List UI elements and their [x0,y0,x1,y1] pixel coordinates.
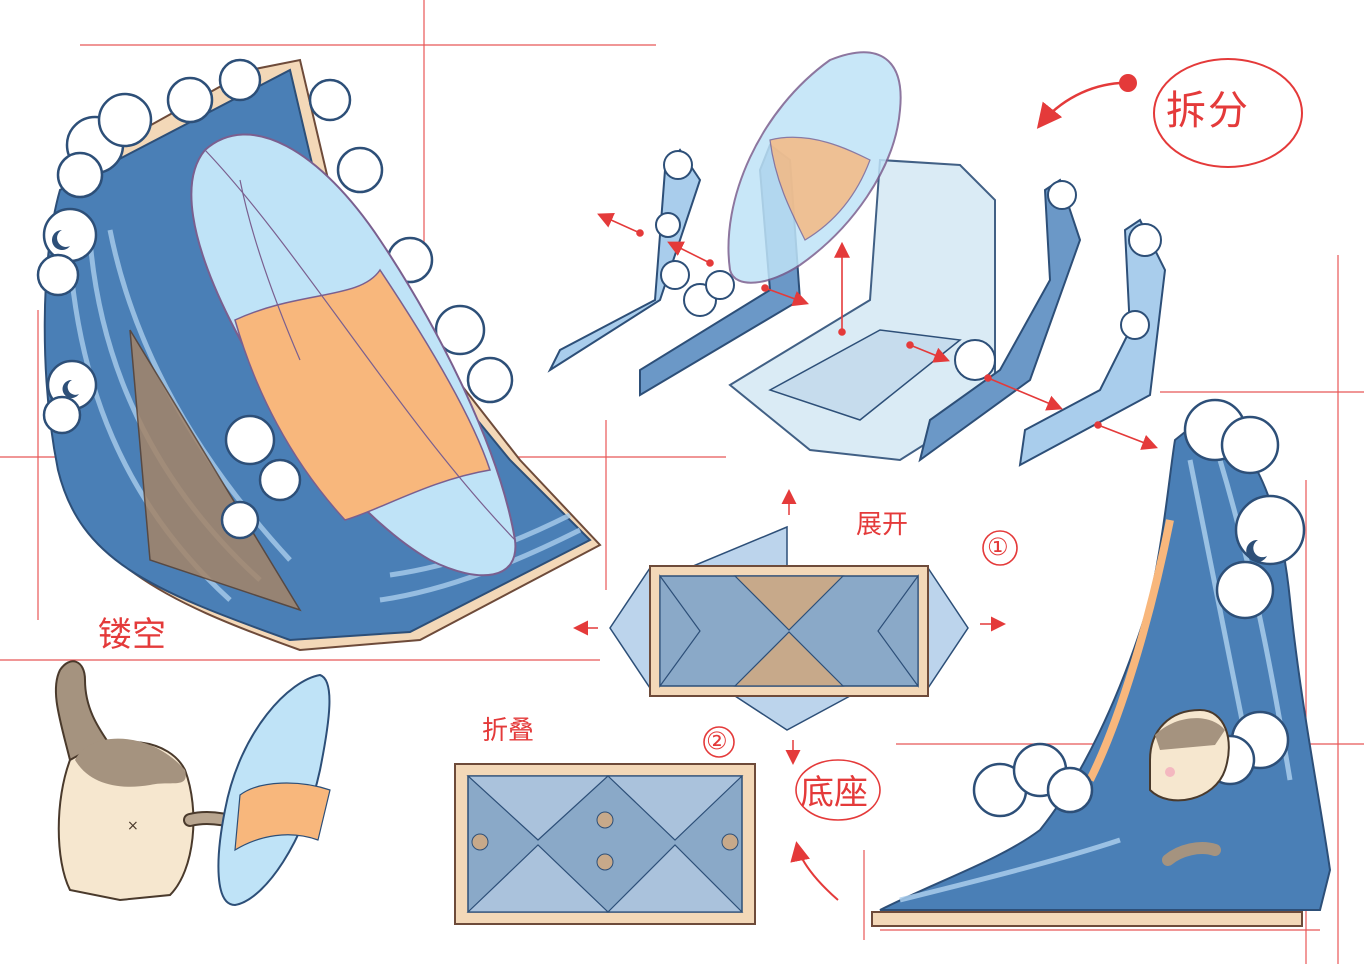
side-view-wave-slide [871,398,1332,927]
arrow-icon [597,212,1158,450]
base-unfolded [573,489,1018,765]
step-one-label: ① [987,533,1009,561]
split-label: 拆分 [1166,88,1250,134]
circle-two-icon [703,726,735,758]
base-folded [454,726,881,925]
unfold-label: 展开 [856,510,909,540]
hollow-label: 镂空 [98,615,166,655]
fold-label: 折叠 [482,716,535,746]
svg-text:×: × [127,818,139,834]
cat-with-board: × [54,660,331,907]
circle-one-icon [982,530,1018,566]
crescent-moon-icon [51,230,79,398]
base-label: 底座 [800,773,868,813]
exploded-view [547,51,1167,467]
step-two-label: ② [706,727,728,755]
split-callout [1036,58,1303,168]
assembled-wave-stand [36,58,602,652]
crescent-moon-icon [1246,539,1267,562]
